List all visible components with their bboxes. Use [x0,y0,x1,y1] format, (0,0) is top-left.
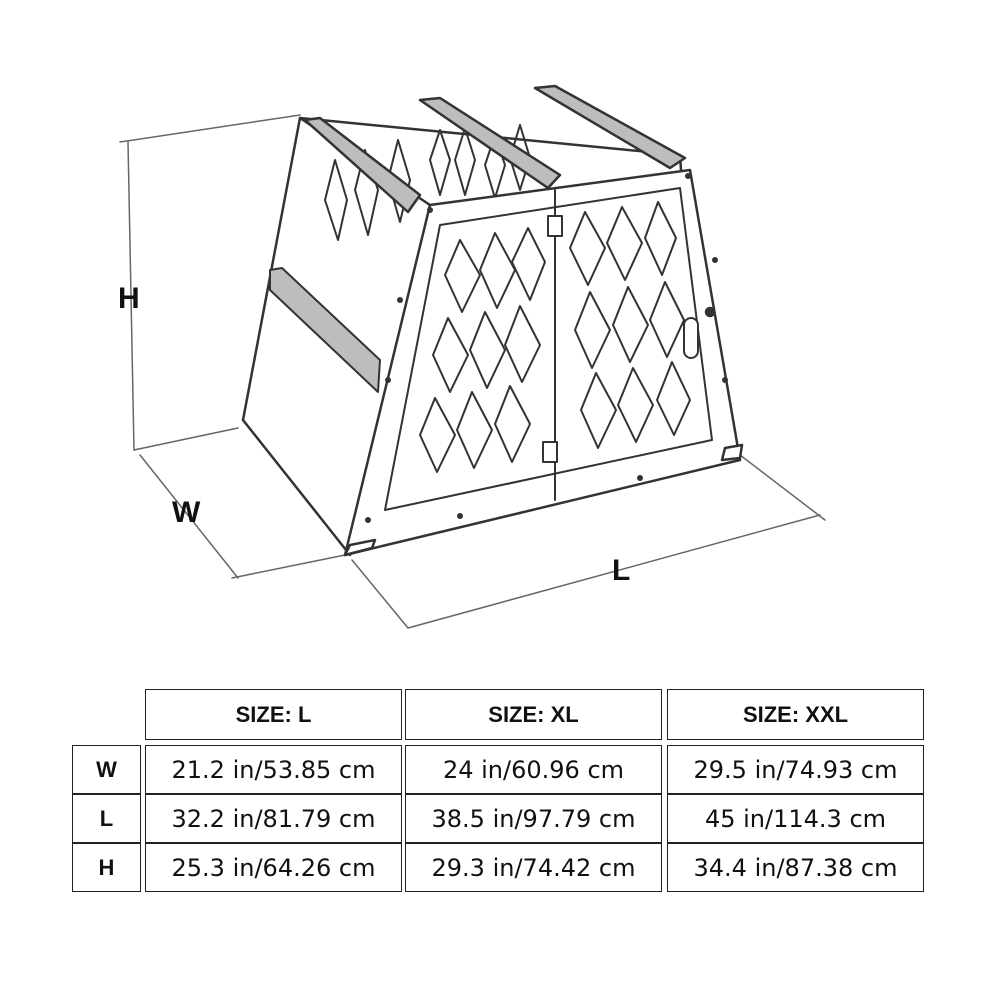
door-lattice-left [419,227,546,473]
dimension-lines [119,114,826,629]
column-header-size-l: SIZE: L [145,689,402,740]
table-cell: 24 in/60.96 cm [405,745,662,794]
table-cell: 21.2 in/53.85 cm [145,745,402,794]
rivets [365,173,728,523]
table-cell: 45 in/114.3 cm [667,794,924,843]
row-header-l: L [72,794,141,843]
latch-knob [704,306,716,318]
dog-crate-illustration [119,84,826,629]
table-cell: 29.3 in/74.42 cm [405,843,662,892]
length-label: L [612,554,631,587]
table-cell: 32.2 in/81.79 cm [145,794,402,843]
height-label: H [118,282,140,315]
door-hinges [542,215,563,463]
table-cell: 38.5 in/97.79 cm [405,794,662,843]
top-rail-middle [418,96,562,190]
door-latch [683,317,699,359]
top-rail-back [533,84,687,170]
table-cell: 25.3 in/64.26 cm [145,843,402,892]
column-header-size-xxl: SIZE: XXL [667,689,924,740]
side-crossbar [269,267,381,393]
row-header-w: W [72,745,141,794]
table-cell: 29.5 in/74.93 cm [667,745,924,794]
column-header-size-xl: SIZE: XL [405,689,662,740]
crate-foot-left [343,538,377,557]
door-lattice-right [569,201,691,449]
row-header-h: H [72,843,141,892]
crate-foot-right [720,443,744,462]
width-label: W [172,496,201,529]
top-rail-front [303,116,422,214]
table-cell: 34.4 in/87.38 cm [667,843,924,892]
